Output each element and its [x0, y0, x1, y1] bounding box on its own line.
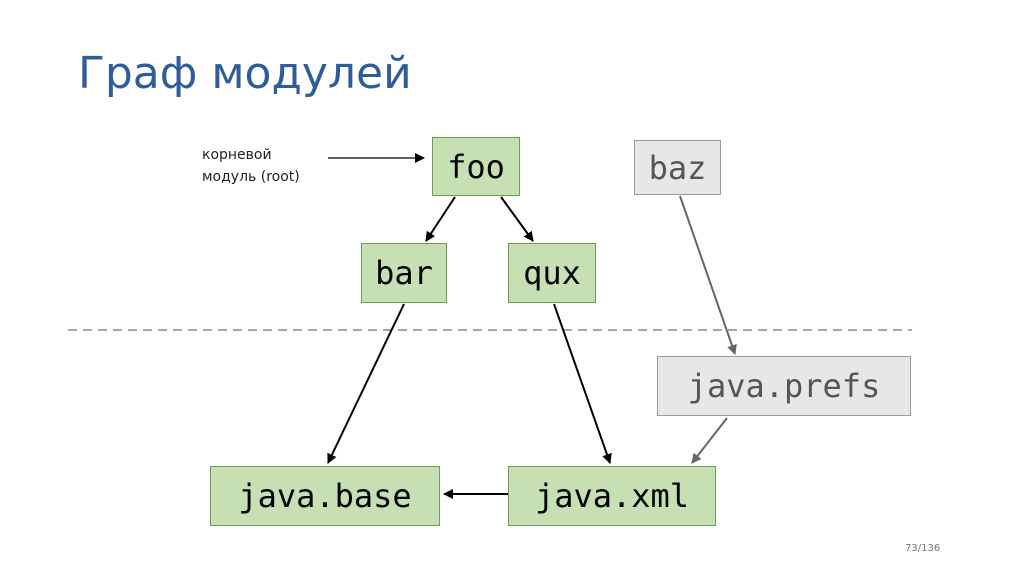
edge-foo-to-bar [425, 196, 456, 242]
module-node-qux: qux [508, 243, 596, 303]
edge-bar-to-java-base [327, 303, 405, 464]
edge-java-prefs-to-java-xml [691, 417, 728, 464]
module-node-java-xml: java.xml [508, 466, 716, 526]
edge-foo-to-qux [500, 196, 534, 242]
slide-title: Граф модулей [78, 48, 412, 99]
module-node-baz: baz [634, 140, 721, 195]
root-annotation-line-1: корневой [202, 147, 272, 163]
root-module-annotation: корневой модуль (root) [202, 144, 300, 188]
module-node-java-base: java.base [210, 466, 440, 526]
edge-qux-to-java-xml [553, 303, 612, 464]
module-node-bar: bar [361, 243, 447, 303]
root-annotation-line-2: модуль (root) [202, 169, 300, 185]
edge-baz-to-java-prefs [679, 195, 737, 355]
module-node-foo: foo [432, 137, 520, 196]
page-number: 73/136 [905, 543, 941, 554]
module-node-java-prefs: java.prefs [657, 356, 911, 416]
